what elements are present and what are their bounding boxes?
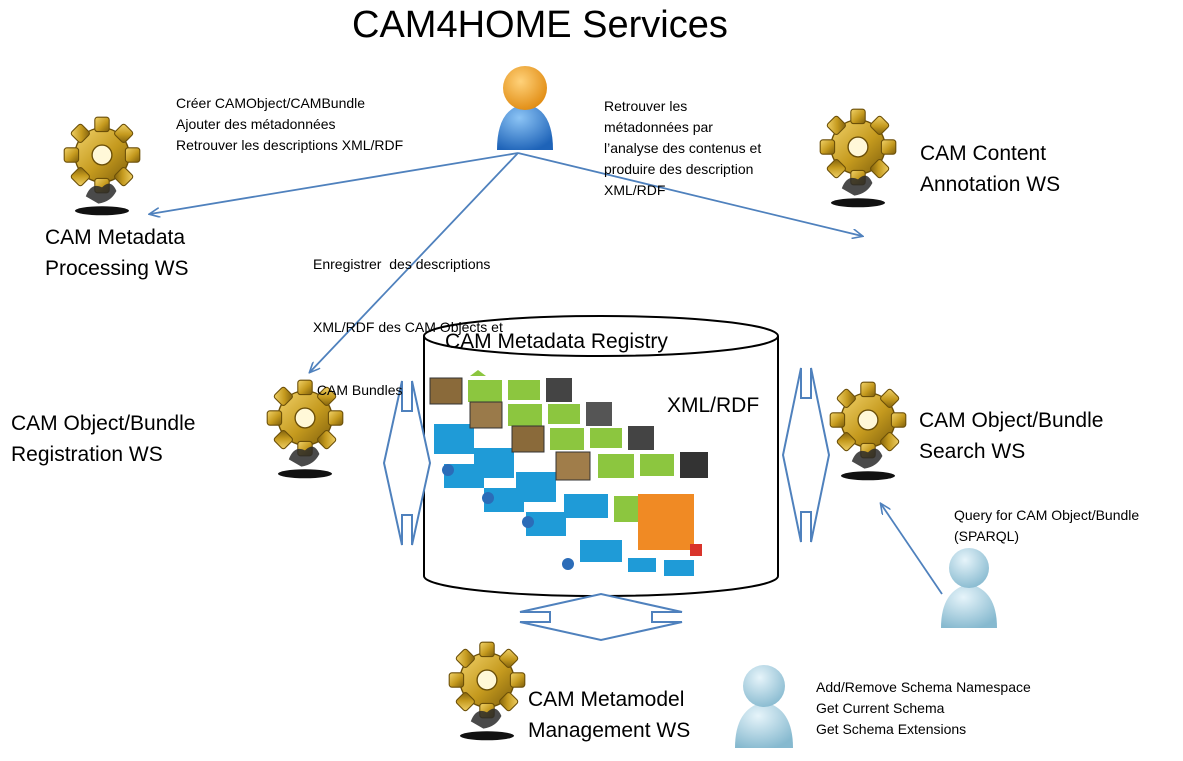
note-line: XML/RDF [604, 182, 666, 198]
service-label-line: CAM Object/Bundle [11, 412, 196, 435]
note-line: Get Current Schema [816, 700, 945, 716]
note-line: CAM Bundles [313, 382, 403, 398]
registry-format: XML/RDF [667, 394, 760, 417]
content-annotation-ws-label: CAM Content Annotation WS [920, 138, 1060, 200]
note-line: Retrouver les descriptions XML/RDF [176, 137, 404, 153]
search-note: Query for CAM Object/Bundle (SPARQL) [954, 505, 1139, 547]
search-ws-label: CAM Object/Bundle Search WS [919, 405, 1103, 467]
service-label-line: Annotation WS [920, 173, 1061, 196]
user-icon [941, 548, 997, 628]
processing-note: Créer CAMObject/CAMBundle Ajouter des mé… [176, 93, 403, 156]
user-icon [735, 665, 793, 748]
note-line: (SPARQL) [954, 528, 1020, 544]
note-line: Enregistrer des descriptions [313, 256, 491, 272]
arrow-to-metadata-processing [150, 152, 519, 214]
metamodel-note: Add/Remove Schema Namespace Get Current … [816, 677, 1031, 740]
note-line: Query for CAM Object/Bundle [954, 507, 1140, 523]
registration-ws-label: CAM Object/Bundle Registration WS [11, 408, 195, 470]
note-line: l’analyse des contenus et [604, 140, 762, 156]
double-arrow-icon [382, 380, 432, 546]
diagram-title: CAM4HOME Services [352, 4, 728, 46]
service-label-line: CAM Object/Bundle [919, 409, 1104, 432]
note-line: Get Schema Extensions [816, 721, 967, 737]
note-line: Ajouter des métadonnées [176, 116, 336, 132]
service-label-line: Search WS [919, 440, 1026, 463]
service-label-line: Processing WS [45, 257, 189, 280]
note-line: produire des description [604, 161, 754, 177]
metadata-processing-ws-label: CAM Metadata Processing WS [45, 222, 189, 284]
arrow-to-content-annotation [517, 152, 862, 236]
service-label-line: Management WS [528, 719, 691, 742]
metamodel-ws-label: CAM Metamodel Management WS [528, 684, 690, 746]
double-arrow-icon [519, 592, 683, 642]
user-icon [497, 66, 553, 150]
registration-note: Enregistrer des descriptions XML/RDF des… [313, 212, 503, 443]
note-line: Créer CAMObject/CAMBundle [176, 95, 366, 111]
gear-icon [448, 641, 526, 741]
service-label-line: CAM Metadata [45, 226, 186, 249]
annotation-note: Retrouver les métadonnées par l’analyse … [604, 96, 761, 201]
service-label-line: CAM Metamodel [528, 688, 685, 711]
note-line: Retrouver les [604, 98, 688, 114]
arrow-to-registration [310, 152, 519, 372]
service-label-line: CAM Content [920, 142, 1047, 165]
arrow-to-search [881, 504, 943, 595]
service-label-line: Registration WS [11, 443, 163, 466]
note-line: métadonnées par [604, 119, 713, 135]
gear-icon [829, 381, 907, 481]
note-line: XML/RDF des CAM Objects et [313, 319, 503, 335]
gear-icon [63, 116, 141, 216]
double-arrow-icon [781, 367, 831, 543]
registry-document-stack [429, 370, 708, 576]
note-line: Add/Remove Schema Namespace [816, 679, 1031, 695]
gear-icon [819, 108, 897, 208]
registry-title: CAM Metadata Registry [445, 330, 668, 353]
